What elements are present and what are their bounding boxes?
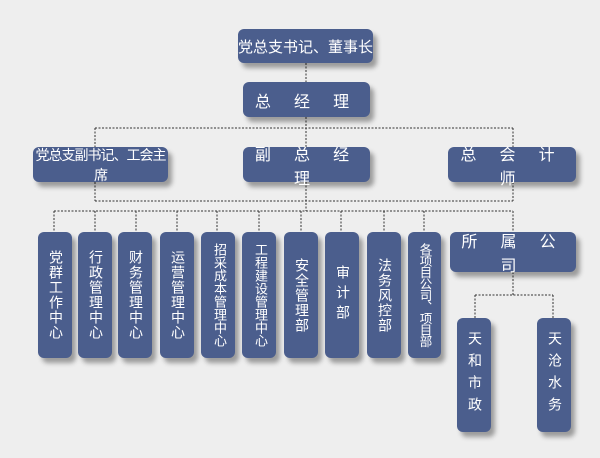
- node-label: 党总支副书记、工会主席: [35, 147, 167, 184]
- dept-label: 行政管理中心: [87, 250, 103, 340]
- node-party-secretary-chairman: 党总支书记、董事长: [238, 29, 373, 63]
- dept-label: 法务风控部: [376, 257, 392, 333]
- dept-finance-center: 财务管理中心: [118, 232, 152, 358]
- dept-label: 运营管理中心: [169, 250, 185, 340]
- node-general-manager: 总 经 理: [243, 82, 370, 117]
- dept-label: 财务管理中心: [127, 250, 143, 340]
- node-label: 党总支书记、董事长: [238, 37, 374, 56]
- node-deputy-secretary-union-chair: 党总支副书记、工会主席: [33, 147, 168, 184]
- dept-audit: 审计部: [325, 232, 359, 358]
- dept-label: 审计部: [334, 265, 350, 325]
- dept-label: 招采成本管理中心: [211, 243, 226, 347]
- subsidiary-label: 天和市政: [466, 331, 482, 419]
- node-label: 总 经 理: [254, 91, 359, 111]
- dept-label: 工程建设管理中心: [252, 243, 267, 347]
- dept-operations-center: 运营管理中心: [160, 232, 194, 358]
- node-subsidiaries: 所 属 公 司: [450, 232, 576, 275]
- dept-engineering-center: 工程建设管理中心: [242, 232, 276, 358]
- node-label: 所 属 公 司: [461, 232, 565, 275]
- node-label: 副 总 经 理: [254, 144, 359, 188]
- dept-label: 各项目公司、项目部: [417, 243, 433, 347]
- dept-procurement-cost-center: 招采成本管理中心: [201, 232, 235, 358]
- subsidiary-tiancang-water: 天沧水务: [537, 318, 571, 432]
- node-deputy-general-manager: 副 总 经 理: [243, 145, 370, 188]
- dept-administration-center: 行政管理中心: [78, 232, 112, 358]
- dept-legal-risk: 法务风控部: [367, 232, 401, 358]
- node-chief-accountant: 总 会 计 师: [448, 145, 576, 188]
- subsidiary-label: 天沧水务: [546, 331, 562, 419]
- dept-safety: 安全管理部: [284, 232, 318, 358]
- dept-label: 安全管理部: [293, 257, 309, 333]
- dept-label: 党群工作中心: [47, 250, 63, 340]
- dept-party-affairs-center: 党群工作中心: [38, 232, 72, 358]
- dept-project-companies: 各项目公司、项目部: [408, 232, 441, 358]
- node-label: 总 会 计 师: [460, 144, 564, 188]
- subsidiary-tianhe-municipal: 天和市政: [457, 318, 491, 432]
